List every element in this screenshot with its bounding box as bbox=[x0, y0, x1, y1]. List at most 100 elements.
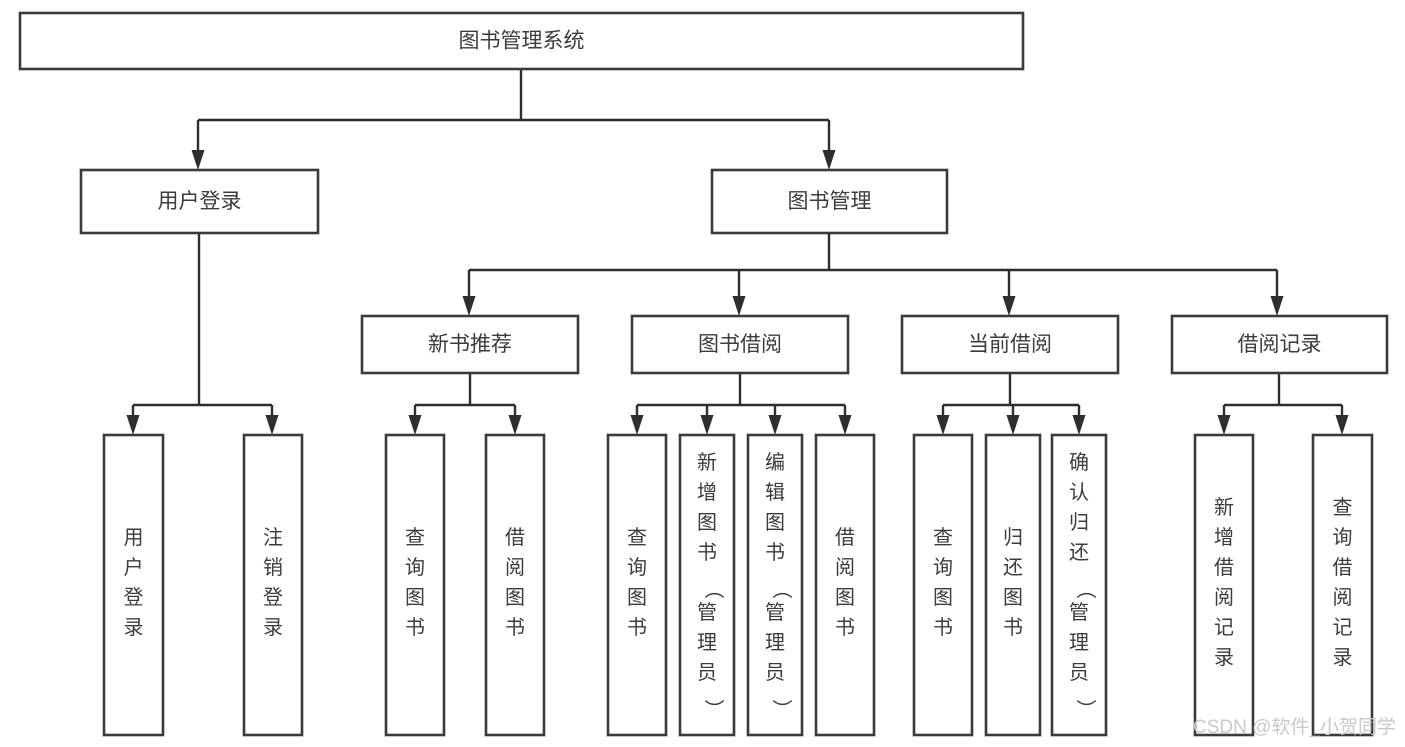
node-label-char: ） bbox=[770, 699, 793, 719]
node-leaf-user-login[interactable]: 用户登录 bbox=[102, 433, 165, 737]
node-label-char: （ bbox=[770, 579, 793, 599]
node-box[interactable] bbox=[710, 168, 949, 235]
node-box[interactable] bbox=[79, 168, 320, 235]
node-label-char: 管 bbox=[765, 601, 785, 624]
node-label-char: 书 bbox=[933, 616, 953, 639]
connector-group bbox=[630, 373, 852, 435]
connector-layer bbox=[126, 69, 1349, 435]
node-root[interactable]: 图书管理系统 bbox=[18, 11, 1025, 71]
node-box[interactable] bbox=[1311, 433, 1374, 737]
arrow-head-icon bbox=[508, 415, 522, 435]
csdn-watermark: CSDN @软件_小贺同学 bbox=[1193, 716, 1396, 738]
node-label-char: 书 bbox=[697, 541, 717, 564]
node-box[interactable] bbox=[678, 433, 736, 737]
node-box[interactable] bbox=[746, 433, 804, 737]
node-label-char: 询 bbox=[627, 556, 647, 579]
node-label-char: 阅 bbox=[1214, 586, 1234, 609]
node-label-char: 借 bbox=[505, 526, 525, 549]
node-label: 新书推荐 bbox=[428, 333, 512, 356]
node-label-char: 认 bbox=[1069, 481, 1089, 504]
node-label-char: 图 bbox=[627, 587, 647, 609]
node-box[interactable] bbox=[630, 314, 850, 375]
node-label-char: 书 bbox=[835, 616, 855, 639]
node-label-char: 查 bbox=[405, 526, 425, 549]
node-label-char: 书 bbox=[1003, 616, 1023, 639]
node-label-char: 员 bbox=[765, 662, 785, 684]
node-label: 图书管理系统 bbox=[459, 30, 585, 53]
node-box[interactable] bbox=[1170, 314, 1389, 375]
node-label-char: （ bbox=[1074, 579, 1097, 599]
node-box[interactable] bbox=[360, 314, 580, 375]
node-label-char: 编 bbox=[765, 451, 785, 474]
node-label-char: 录 bbox=[124, 617, 144, 639]
node-label-char: 还 bbox=[1003, 556, 1023, 579]
node-label: 用户登录 bbox=[158, 190, 242, 213]
arrow-head-icon bbox=[408, 415, 422, 435]
connector-group bbox=[462, 233, 1284, 316]
node-label-char: 书 bbox=[505, 616, 525, 639]
node-box[interactable] bbox=[384, 433, 446, 737]
node-label-char: 图 bbox=[835, 587, 855, 609]
node-label-char: 归 bbox=[1003, 526, 1023, 549]
node-label-char: 新 bbox=[697, 451, 717, 474]
arrow-head-icon bbox=[191, 150, 205, 170]
node-label-char: 录 bbox=[1214, 647, 1234, 669]
node-box[interactable] bbox=[1050, 433, 1108, 737]
node-label-char: ） bbox=[1074, 699, 1097, 719]
node-box[interactable] bbox=[102, 433, 165, 737]
node-box[interactable] bbox=[18, 11, 1025, 71]
node-book-management[interactable]: 图书管理 bbox=[710, 168, 949, 235]
node-borrow-record[interactable]: 借阅记录 bbox=[1170, 314, 1389, 375]
node-label-char: 理 bbox=[765, 632, 785, 654]
node-new-book-recommend[interactable]: 新书推荐 bbox=[360, 314, 580, 375]
node-box[interactable] bbox=[1193, 433, 1255, 737]
node-label-char: 图 bbox=[405, 587, 425, 609]
connector-group bbox=[408, 373, 522, 435]
arrow-head-icon bbox=[732, 296, 746, 316]
node-label-char: 询 bbox=[933, 556, 953, 579]
node-label-char: 录 bbox=[1333, 647, 1353, 669]
arrow-head-icon bbox=[1072, 415, 1086, 435]
node-box[interactable] bbox=[814, 433, 876, 737]
node-label-char: 理 bbox=[697, 632, 717, 654]
arrow-head-icon bbox=[1006, 415, 1020, 435]
node-box[interactable] bbox=[912, 433, 974, 737]
node-label-char: 管 bbox=[1069, 601, 1089, 624]
node-label-char: 记 bbox=[1333, 616, 1353, 639]
node-label-char: 还 bbox=[1069, 541, 1089, 564]
node-box[interactable] bbox=[606, 433, 668, 737]
node-label-char: 阅 bbox=[1333, 586, 1353, 609]
node-box[interactable] bbox=[900, 314, 1120, 375]
node-label-char: 录 bbox=[263, 617, 283, 639]
node-box[interactable] bbox=[484, 433, 546, 737]
arrow-head-icon bbox=[1217, 415, 1231, 435]
node-box[interactable] bbox=[984, 433, 1042, 737]
node-label-char: 查 bbox=[1333, 496, 1353, 519]
arrow-head-icon bbox=[462, 296, 476, 316]
node-label-char: 理 bbox=[1069, 632, 1089, 654]
node-box[interactable] bbox=[242, 433, 304, 737]
node-label-char: 登 bbox=[124, 586, 144, 609]
node-label-char: 户 bbox=[124, 556, 144, 579]
node-book-borrow[interactable]: 图书借阅 bbox=[630, 314, 850, 375]
arrow-head-icon bbox=[838, 415, 852, 435]
node-label-char: 归 bbox=[1069, 511, 1089, 534]
node-user-login[interactable]: 用户登录 bbox=[79, 168, 320, 235]
node-label-char: 登 bbox=[263, 586, 283, 609]
node-label-char: 询 bbox=[405, 556, 425, 579]
node-current-borrow[interactable]: 当前借阅 bbox=[900, 314, 1120, 375]
node-label-char: 增 bbox=[1214, 526, 1234, 549]
node-label-char: 辑 bbox=[765, 481, 785, 504]
